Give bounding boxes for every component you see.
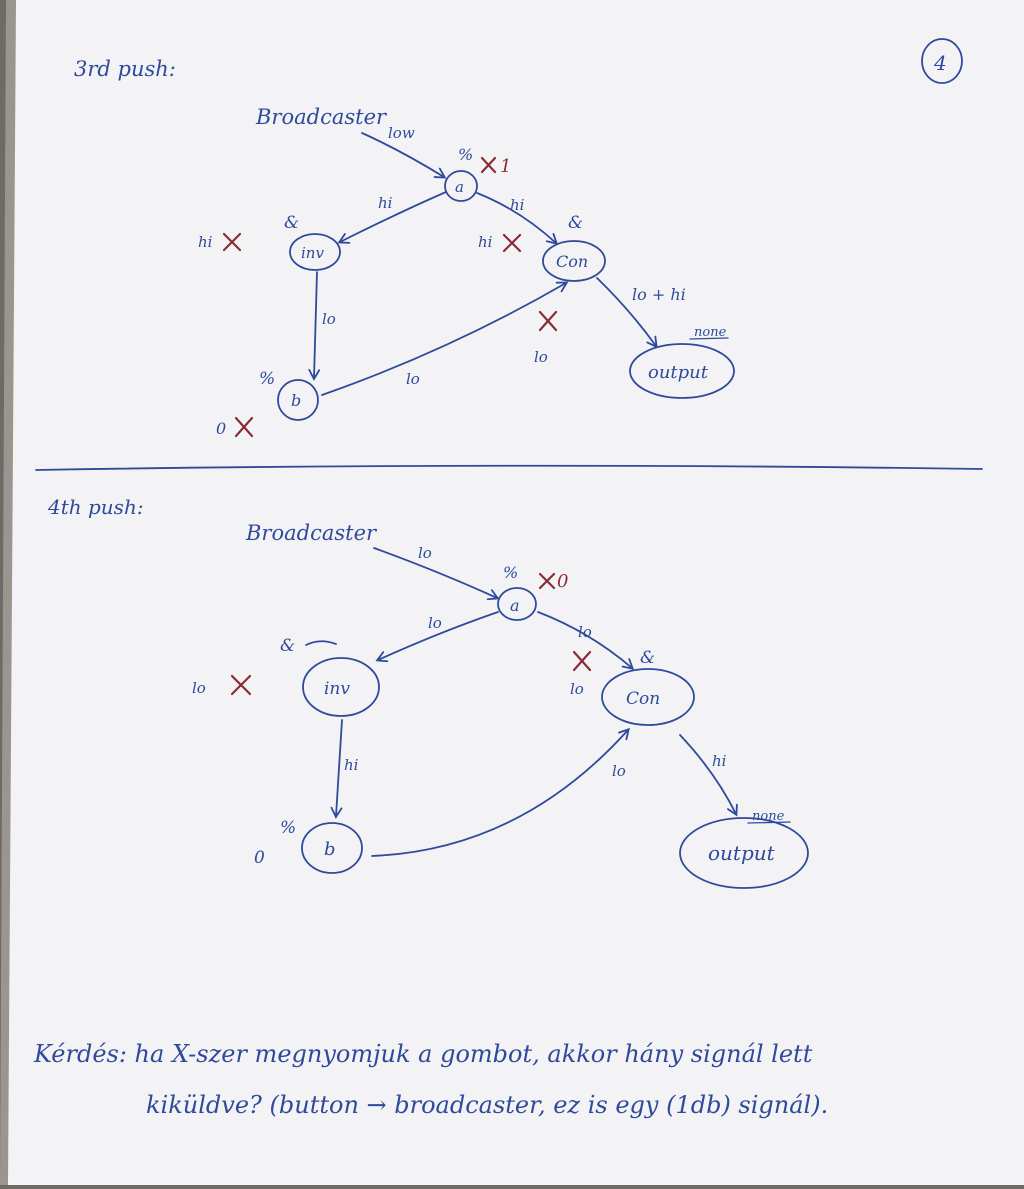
push4-con-memory-a: lo <box>570 680 584 698</box>
push4-a-state-symbol: % <box>503 563 518 582</box>
push4-title: 4th push: <box>47 495 144 519</box>
push4-edge-con-output <box>679 734 738 817</box>
push3-edge-inv-b-label: lo <box>322 310 336 328</box>
push3-edge-a-con-label: hi <box>510 196 525 214</box>
question-line-2: kiküldve? (button → broadcaster, ez is e… <box>146 1091 828 1119</box>
push3-edge-b-con-label: lo <box>406 370 420 388</box>
push4-node-a <box>497 587 537 621</box>
push4-node-output-label: output <box>708 841 776 865</box>
push3-edge-a-inv <box>337 191 447 244</box>
push3-a-state-cross <box>480 156 497 174</box>
push4-output-state-underline <box>747 821 791 824</box>
push3-edge-b-con <box>321 281 569 396</box>
push3-con-symbol: & <box>568 213 583 233</box>
page-number: 4 <box>933 51 947 75</box>
push3-edge-a-con <box>476 192 559 245</box>
push3-inv-memory-cross <box>222 232 242 252</box>
push3-edge-broadcaster-a <box>361 132 447 179</box>
push3-b-state-cross <box>234 416 254 438</box>
push4-inv-memory: lo <box>192 679 206 697</box>
push3-node-b <box>277 379 319 421</box>
push4-edge-con-output-label: hi <box>712 752 727 770</box>
push4-a-state-cross <box>538 572 556 590</box>
push3-a-state-symbol: % <box>458 145 473 164</box>
push3-edge-con-output <box>596 277 658 349</box>
push3-diagram: 3rd push: Broadcaster a inv Con b output… <box>74 57 735 438</box>
push4-b-state-symbol: % <box>280 818 296 838</box>
push3-con-memory-a: hi <box>478 233 493 251</box>
push3-node-con <box>542 240 606 282</box>
push3-con-memory-b-cross <box>538 310 558 332</box>
push3-inv-memory: hi <box>198 233 213 251</box>
paper-sheet <box>6 0 1024 1185</box>
push4-edge-a-inv-label: lo <box>428 614 442 632</box>
push3-node-b-label: b <box>291 391 301 410</box>
push4-edge-a-inv <box>375 611 499 663</box>
push4-a-state: 0 <box>557 571 568 592</box>
push3-node-con-label: Con <box>556 252 588 271</box>
push3-broadcaster-label: Broadcaster <box>255 105 388 129</box>
push4-node-output <box>679 817 809 889</box>
push3-b-state-symbol: % <box>259 369 275 389</box>
push3-a-state: 1 <box>500 156 511 177</box>
push4-edge-a-con <box>537 611 635 670</box>
push3-b-state: 0 <box>216 419 226 438</box>
push4-inv-symbol: & <box>280 636 295 656</box>
push4-edge-b-con <box>371 727 630 857</box>
push4-node-con-label: Con <box>626 689 660 709</box>
push3-edge-a-inv-label: hi <box>378 194 393 212</box>
question-line-1: Kérdés: ha X-szer megnyomjuk a gombot, a… <box>33 1040 813 1068</box>
push4-output-state: none <box>752 809 785 824</box>
section-divider <box>35 464 983 471</box>
push3-node-output <box>629 343 735 399</box>
push3-node-inv-label: inv <box>301 244 324 262</box>
push3-output-state: none <box>694 325 727 340</box>
push3-node-a-label: a <box>455 178 464 196</box>
page-number-circle <box>921 38 963 84</box>
push4-edge-broadcaster-a-label: lo <box>418 544 432 562</box>
push3-output-state-underline <box>689 337 729 340</box>
push4-node-b <box>301 822 363 874</box>
push4-inv-memory-cross <box>230 674 252 696</box>
push4-edge-b-con-label: lo <box>612 762 626 780</box>
push4-broadcaster-label: Broadcaster <box>245 521 378 545</box>
push4-diagram: 4th push: Broadcaster a inv Con b output… <box>47 495 809 889</box>
push4-node-a-label: a <box>510 596 520 615</box>
push4-node-b-label: b <box>324 839 336 860</box>
push3-node-output-label: output <box>648 362 709 383</box>
push4-con-memory-a-cross <box>572 650 592 672</box>
push4-node-inv <box>302 657 380 717</box>
push4-inv-scribble <box>305 640 337 646</box>
push3-inv-symbol: & <box>284 213 299 233</box>
push3-title: 3rd push: <box>74 57 176 81</box>
push4-edge-a-con-label: lo <box>578 623 592 641</box>
push4-b-state: 0 <box>254 848 265 868</box>
push3-con-memory-a-cross <box>502 233 522 253</box>
paper-shadow-edge <box>0 0 16 1185</box>
push4-edge-inv-b <box>330 719 343 819</box>
push3-con-memory-b: lo <box>534 348 548 366</box>
push4-edge-inv-b-label: hi <box>344 756 359 774</box>
push3-edge-broadcaster-a-label: low <box>388 124 415 142</box>
push3-node-a <box>444 170 478 202</box>
push3-node-inv <box>289 233 341 271</box>
push4-node-con <box>601 668 695 726</box>
push4-con-symbol: & <box>640 648 655 668</box>
push4-node-inv-label: inv <box>324 679 350 699</box>
push3-edge-inv-b <box>308 271 321 381</box>
push3-edge-con-output-label: lo + hi <box>632 285 686 304</box>
push4-edge-broadcaster-a <box>373 547 500 601</box>
